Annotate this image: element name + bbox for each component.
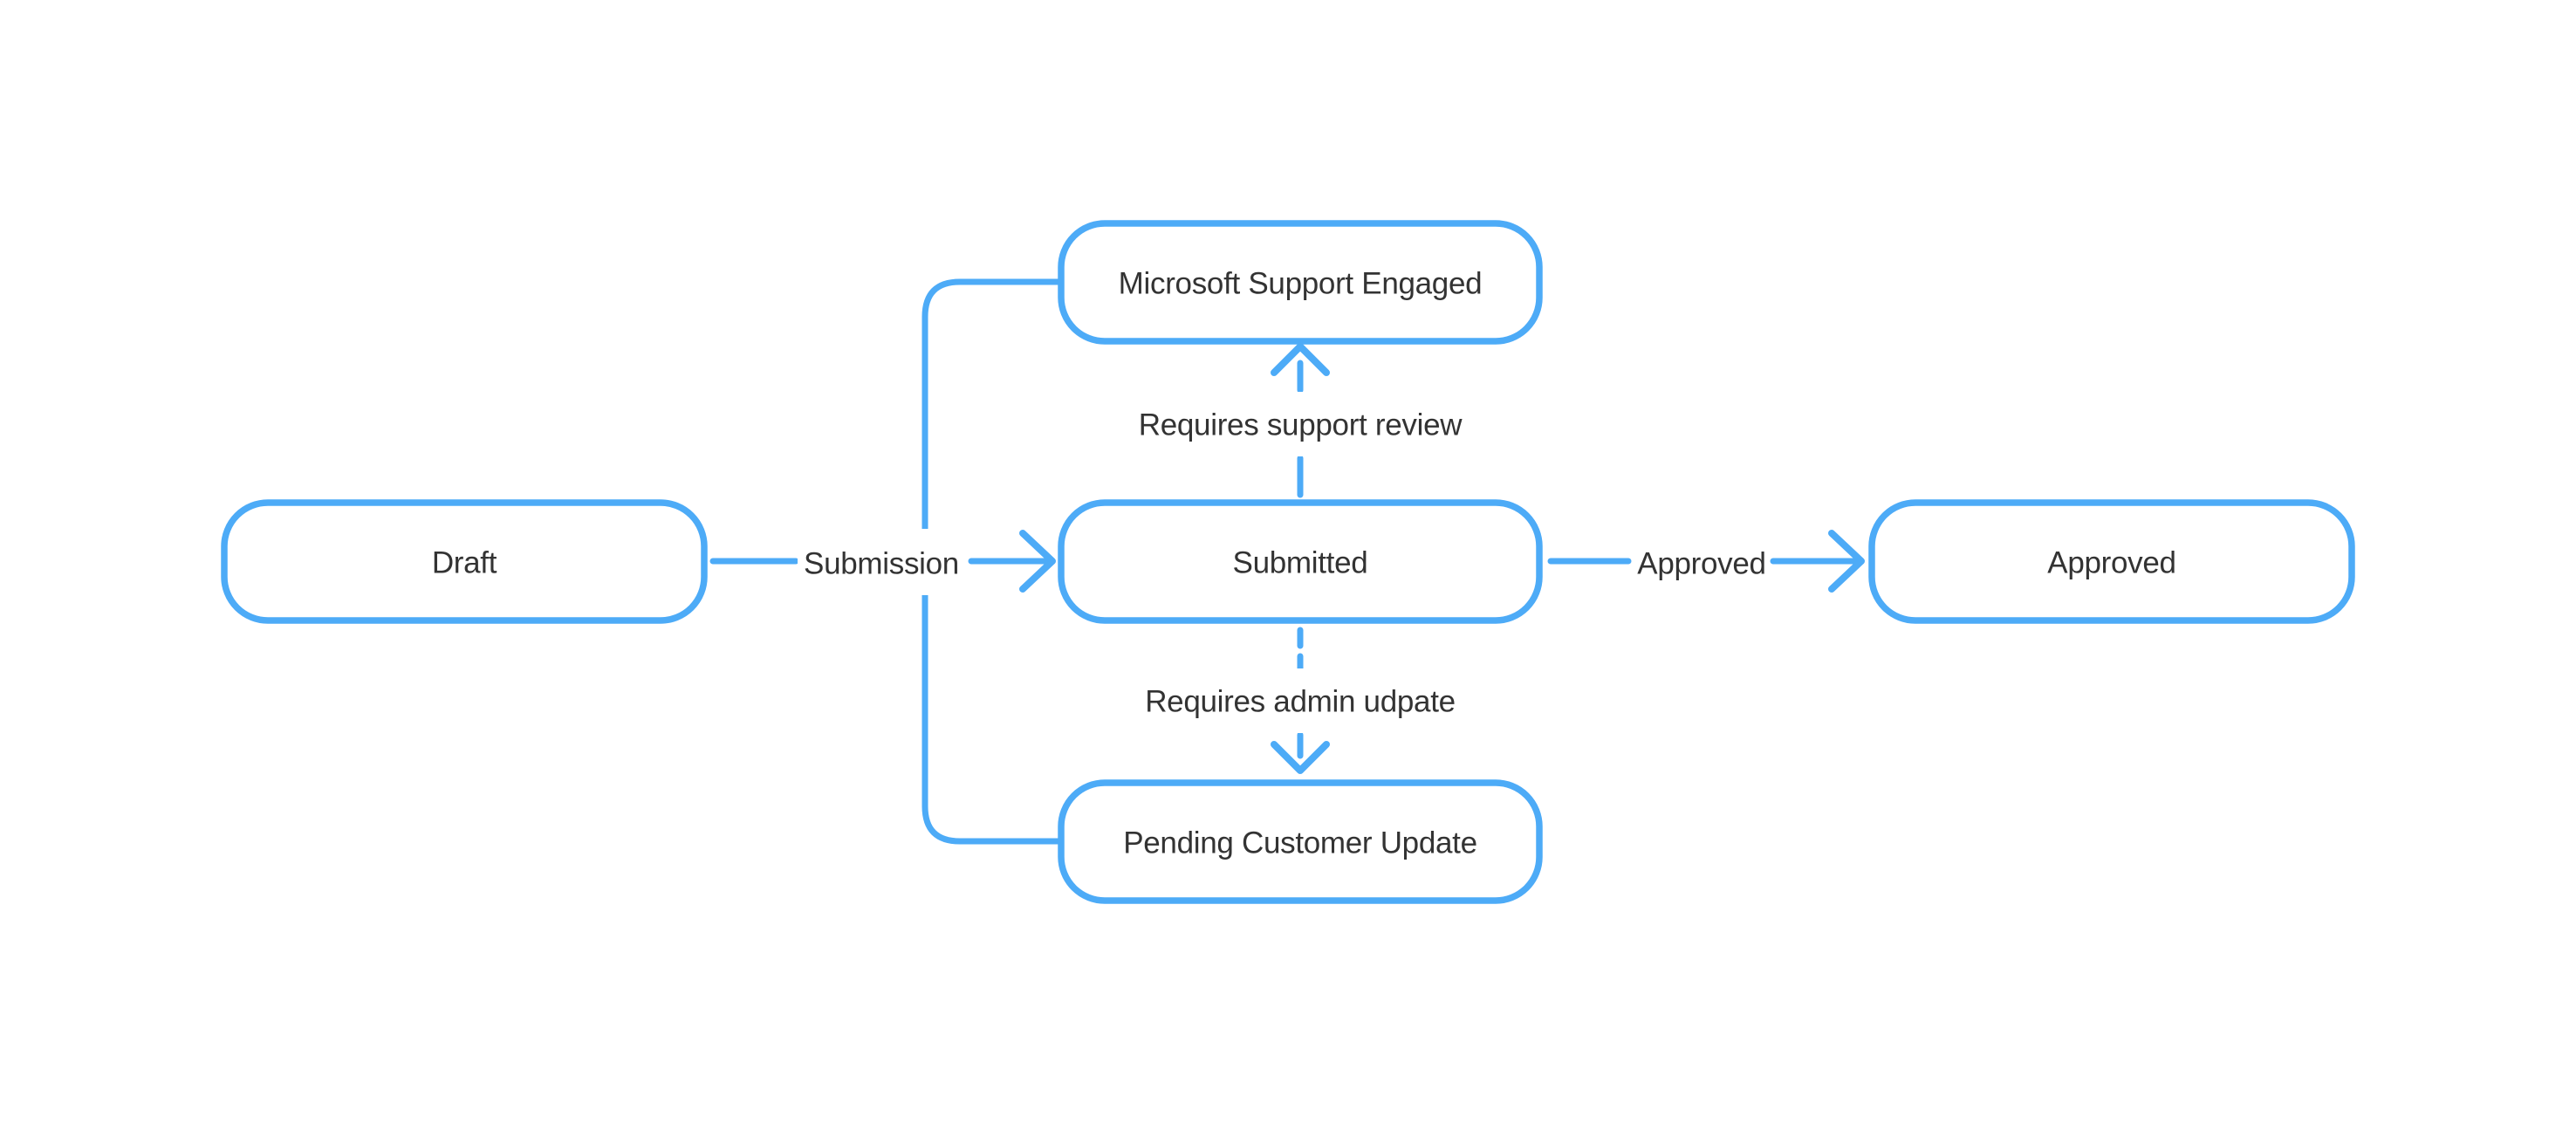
node-approved: Approved: [1868, 499, 2355, 624]
arrowhead-right-icon: [1828, 530, 1865, 593]
edge-label-text: Requires admin udpate: [1145, 685, 1456, 719]
node-draft-label: Draft: [432, 546, 497, 580]
edge-label-submission: Submission: [798, 529, 965, 595]
node-pending-customer-update-shape: [1058, 779, 1543, 904]
edge-label-approved: Approved: [1637, 529, 1768, 595]
edge-submitted-approved: [1547, 530, 1865, 593]
edge-label-bg: [1637, 529, 1768, 595]
node-microsoft-support-engaged: Microsoft Support Engaged: [1058, 220, 1543, 345]
edge-label-bg: [798, 529, 965, 595]
edge-submitted-pending: [1271, 627, 1330, 774]
arrowhead-up-icon: [1271, 343, 1330, 376]
edge-label-support-review: Requires support review: [1134, 392, 1466, 456]
edge-label-text: Approved: [1637, 547, 1765, 581]
edge-label-text: Submission: [804, 547, 959, 581]
edge-label-text: Requires support review: [1139, 408, 1463, 442]
node-approved-shape: [1868, 499, 2355, 624]
edge-draft-submitted: [709, 530, 1056, 593]
node-microsoft-support-engaged-shape: [1058, 220, 1543, 345]
node-pending-customer-update-label: Pending Customer Update: [1123, 826, 1477, 860]
node-approved-label: Approved: [2047, 546, 2175, 580]
node-submitted-shape: [1058, 499, 1543, 624]
edge-submitted-support: [1271, 343, 1330, 498]
node-pending-customer-update: Pending Customer Update: [1058, 779, 1543, 904]
node-draft-shape: [221, 499, 708, 624]
edge-label-admin-update: Requires admin udpate: [1145, 668, 1456, 733]
node-submitted: Submitted: [1058, 499, 1543, 624]
edge-label-bg: [1134, 392, 1466, 456]
arrowhead-right-icon: [1019, 530, 1056, 593]
node-draft: Draft: [221, 499, 708, 624]
node-microsoft-support-engaged-label: Microsoft Support Engaged: [1119, 267, 1483, 301]
arrowhead-down-icon: [1271, 741, 1330, 774]
node-submitted-label: Submitted: [1233, 546, 1368, 580]
edge-label-bg: [1152, 668, 1449, 733]
